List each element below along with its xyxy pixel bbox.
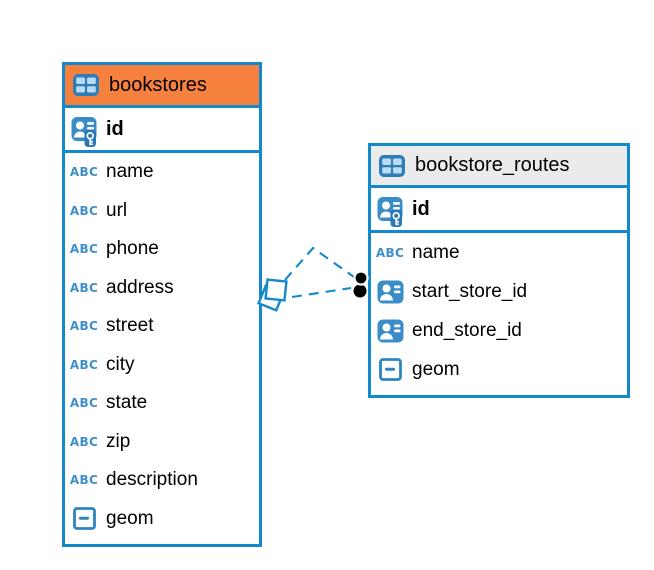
text-abc-icon: ABC: [69, 280, 99, 295]
column-row-bookstores-name[interactable]: ABC name: [65, 153, 259, 192]
column-name: name: [106, 161, 154, 183]
column-name: end_store_id: [412, 319, 522, 341]
column-name: phone: [106, 238, 159, 260]
column-row-routes-start-store-id[interactable]: start_store_id: [371, 272, 627, 311]
text-abc-icon: ABC: [69, 242, 99, 257]
column-name: state: [106, 392, 148, 414]
column-name: description: [106, 469, 198, 491]
column-name: zip: [106, 430, 131, 452]
text-abc-icon: ABC: [69, 357, 99, 372]
column-row-bookstores-zip[interactable]: ABC zip: [65, 423, 259, 462]
table-bookstore-routes[interactable]: bookstore_routes id ABC name: [368, 143, 630, 398]
column-row-bookstores-phone[interactable]: ABC phone: [65, 230, 259, 269]
column-row-routes-name[interactable]: ABC name: [371, 233, 627, 272]
column-row-bookstores-state[interactable]: ABC state: [65, 384, 259, 423]
column-name: address: [106, 276, 174, 298]
text-abc-icon: ABC: [69, 165, 99, 180]
text-abc-icon: ABC: [69, 396, 99, 411]
table-header-bookstore-routes[interactable]: bookstore_routes: [371, 146, 627, 188]
column-name: start_store_id: [412, 280, 528, 302]
primary-key-icon: [375, 190, 405, 228]
column-row-routes-end-store-id[interactable]: end_store_id: [371, 311, 627, 350]
column-name: id: [106, 117, 124, 140]
table-header-bookstores[interactable]: bookstores: [65, 65, 259, 108]
relationship-diamond-marker[interactable]: [257, 278, 288, 312]
relationship-line-lower[interactable]: [291, 286, 352, 299]
column-name: url: [106, 199, 128, 221]
foreign-key-icon: [375, 280, 405, 304]
text-abc-icon: ABC: [69, 473, 99, 488]
geometry-icon: [375, 358, 405, 381]
column-row-bookstores-address[interactable]: ABC address: [65, 269, 259, 308]
column-name: geom: [412, 358, 460, 380]
column-name: street: [106, 315, 154, 337]
table-icon: [71, 73, 101, 97]
table-title-bookstore-routes: bookstore_routes: [415, 154, 570, 176]
column-row-routes-geom[interactable]: geom: [371, 350, 627, 389]
column-row-routes-id[interactable]: id: [371, 188, 627, 233]
table-title-bookstores: bookstores: [109, 73, 207, 96]
foreign-key-icon: [375, 319, 405, 343]
primary-key-icon: [69, 110, 99, 148]
text-abc-icon: ABC: [69, 319, 99, 334]
geometry-icon: [69, 507, 99, 531]
column-row-bookstores-id[interactable]: id: [65, 108, 259, 153]
text-abc-icon: ABC: [375, 245, 405, 260]
column-name: name: [412, 241, 460, 263]
column-row-bookstores-geom[interactable]: geom: [65, 500, 259, 539]
column-row-bookstores-street[interactable]: ABC street: [65, 307, 259, 346]
column-name: id: [412, 197, 430, 220]
column-row-bookstores-description[interactable]: ABC description: [65, 461, 259, 500]
column-name: city: [106, 353, 135, 375]
text-abc-icon: ABC: [69, 203, 99, 218]
relationship-dot-markers[interactable]: [353, 270, 369, 298]
text-abc-icon: ABC: [69, 434, 99, 449]
column-name: geom: [106, 507, 154, 529]
table-icon: [377, 154, 407, 178]
table-bookstores[interactable]: bookstores id ABC name ABC url ABC phone: [62, 62, 262, 547]
column-row-bookstores-url[interactable]: ABC url: [65, 192, 259, 231]
relationship-line-upper[interactable]: [284, 246, 355, 281]
column-row-bookstores-city[interactable]: ABC city: [65, 346, 259, 385]
